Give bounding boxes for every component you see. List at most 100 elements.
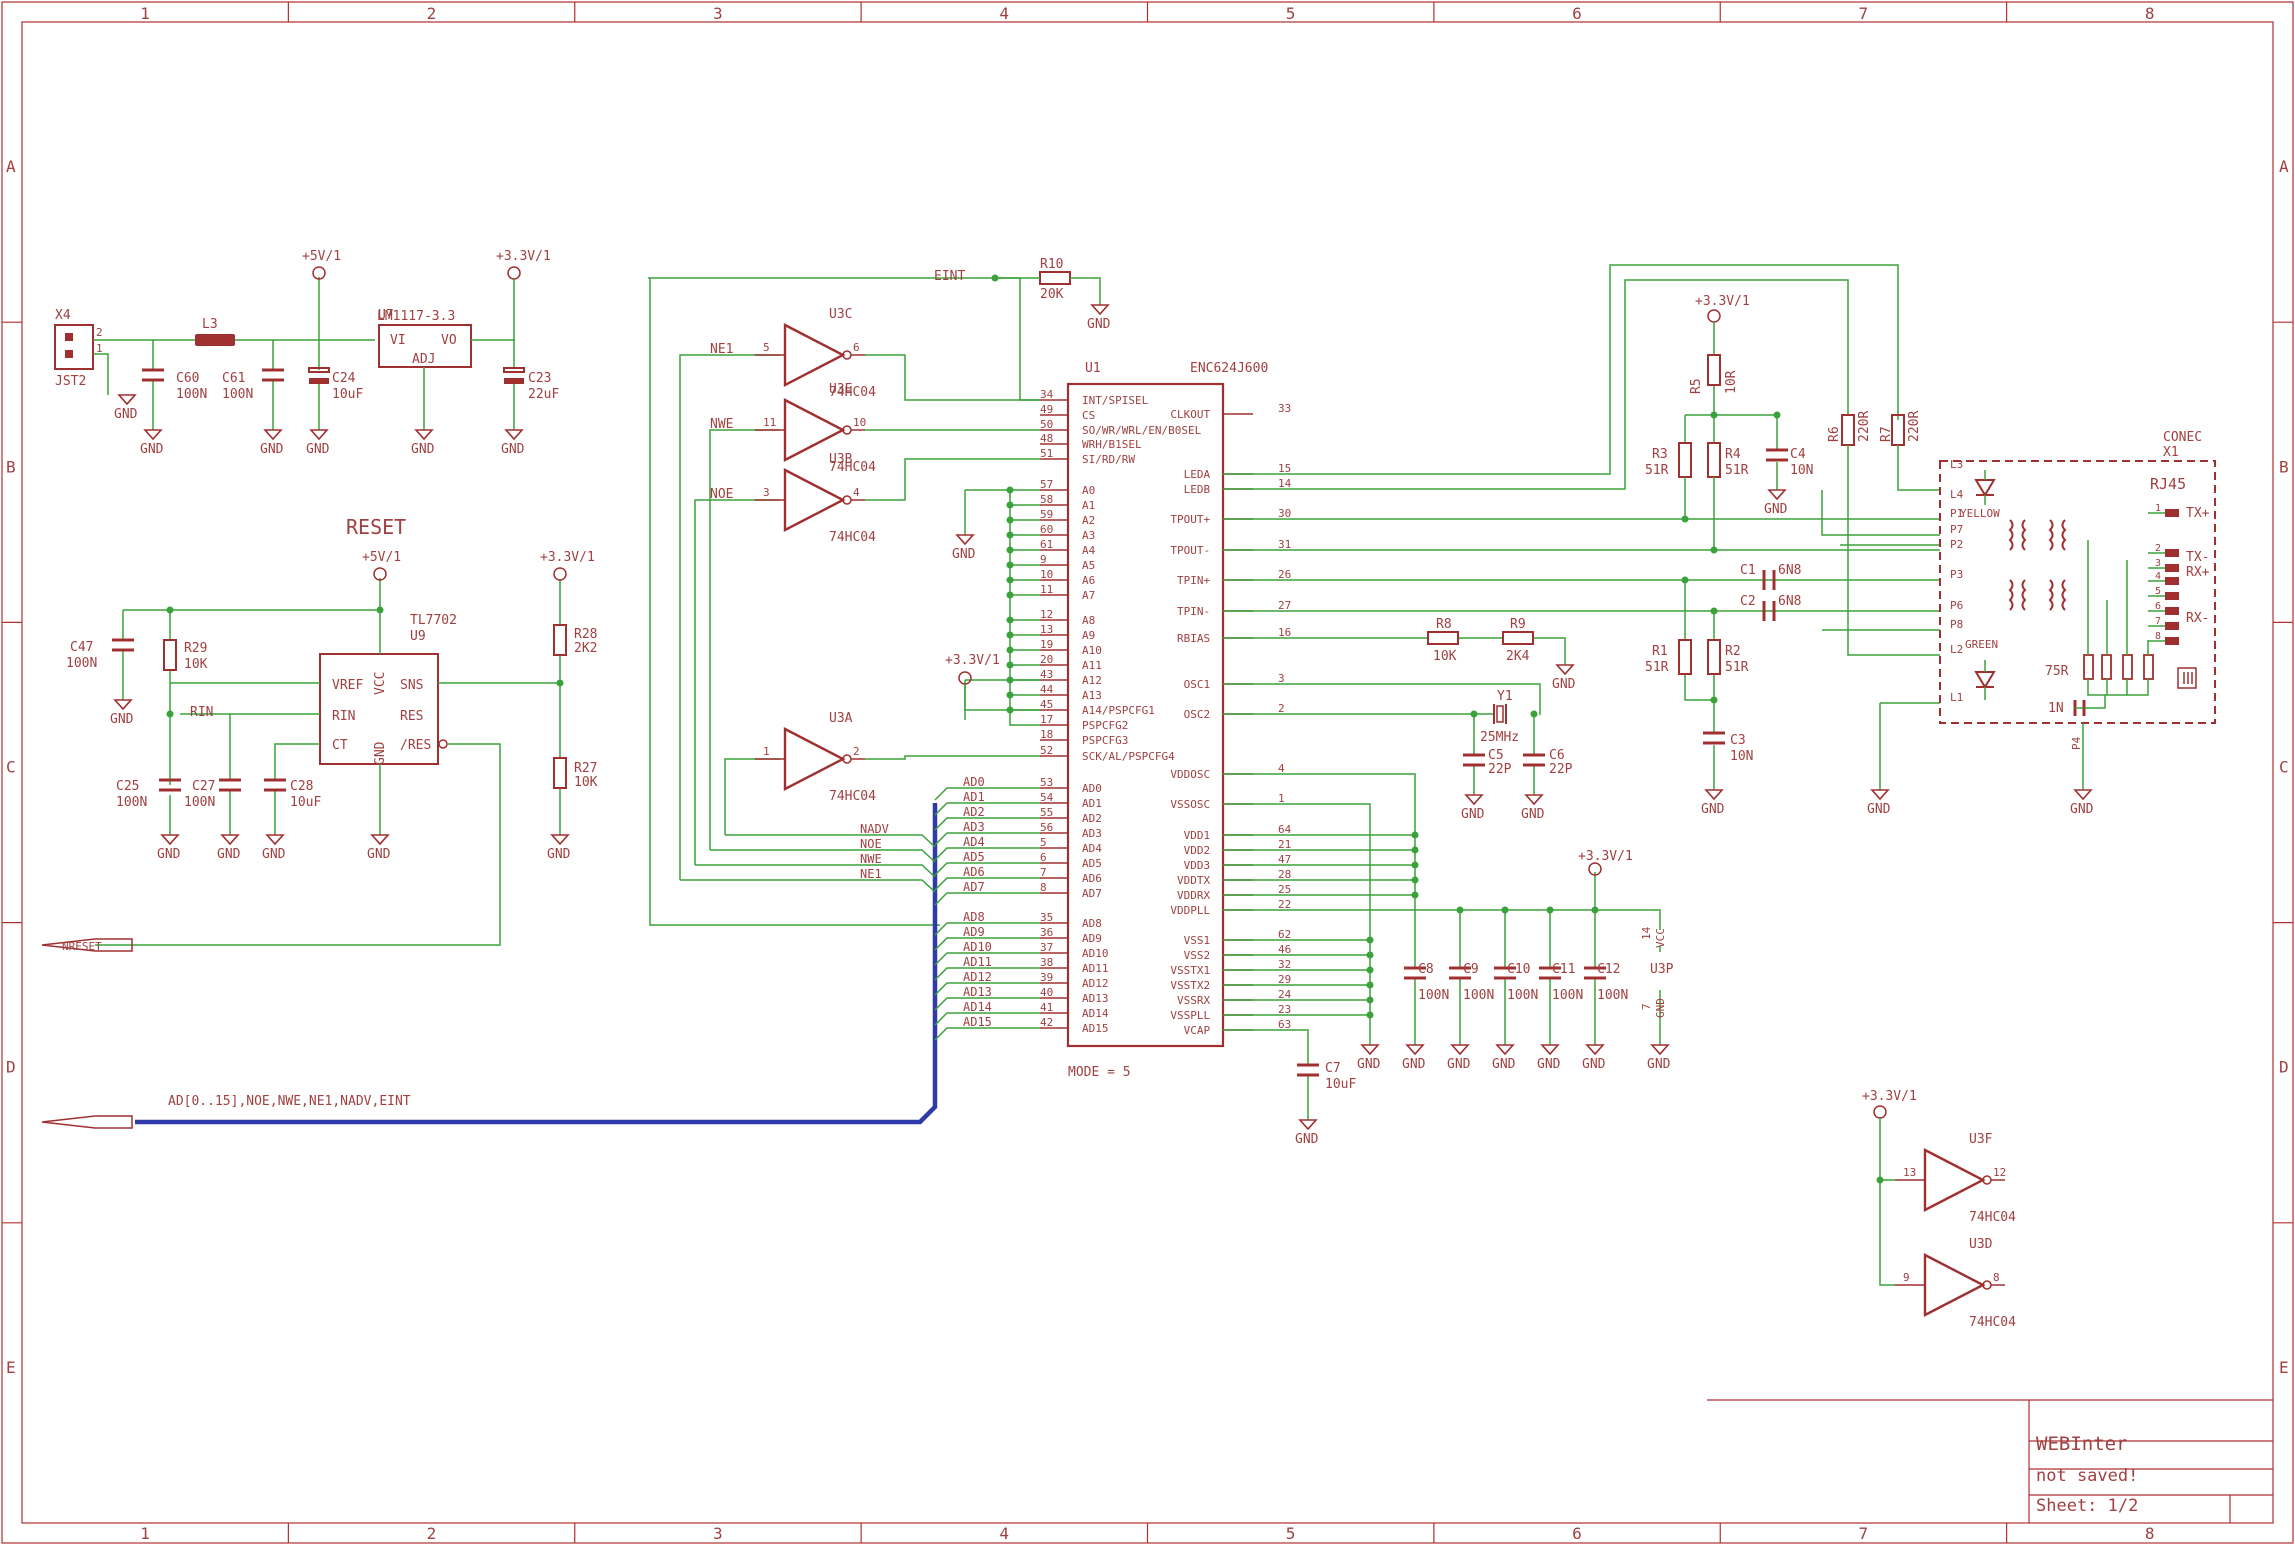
frame-col-label-top: 8 (2145, 4, 2155, 23)
frame-row-label-right: E (2279, 1358, 2289, 1377)
u1-pin-name: OSC1 (1184, 678, 1211, 691)
u1-pin-number: 26 (1278, 568, 1291, 581)
rj45-right-pin: 4 (2155, 571, 2161, 582)
gnd-symbol: GND (1357, 1044, 1381, 1072)
title-block-name: WEBInter (2036, 1433, 2128, 1455)
frame-col-label-top: 1 (140, 4, 150, 23)
rj45-left-pin: L1 (1950, 691, 1963, 704)
rj45-left-pin: L3 (1950, 458, 1963, 471)
svg-text:2K4: 2K4 (1506, 649, 1530, 664)
frame-col-label-top: 2 (427, 4, 437, 23)
u1-pin-name: AD1 (1082, 797, 1102, 810)
bus-net-label: AD12 (963, 970, 992, 984)
svg-text:GND: GND (217, 847, 241, 862)
ethernet-analog-section: R8 10K R9 2K4 Y1 25MHz C5 22P C6 22P +3.… (1223, 264, 1940, 1120)
svg-text:R5: R5 (1689, 378, 1704, 394)
inductor-l3 (195, 334, 235, 346)
u1-pin-number: 30 (1278, 507, 1291, 520)
gnd-symbol: GND (1521, 794, 1545, 822)
svg-text:8: 8 (1993, 1271, 2000, 1284)
svg-text:12: 12 (1993, 1166, 2006, 1179)
u1-pin-number: 22 (1278, 898, 1291, 911)
svg-text:R29: R29 (184, 641, 207, 656)
svg-text:P4: P4 (2070, 736, 2083, 750)
svg-text:YELLOW: YELLOW (1960, 507, 2000, 520)
svg-text:C11: C11 (1552, 962, 1575, 977)
svg-text:TL7702: TL7702 (410, 613, 457, 628)
gnd-symbol: GND (114, 394, 138, 422)
u1-pin-number: 5 (1040, 836, 1047, 849)
svg-text:NWE: NWE (710, 417, 733, 432)
svg-text:EINT: EINT (934, 269, 965, 284)
u1-pin-number: 56 (1040, 821, 1053, 834)
u1-pin-name: AD9 (1082, 932, 1102, 945)
svg-text:100N: 100N (222, 387, 253, 402)
u1-pin-name: A8 (1082, 614, 1095, 627)
svg-text:RES: RES (400, 709, 423, 724)
frame-col-label-top: 7 (1858, 4, 1868, 23)
gnd-symbol: GND (1647, 1044, 1671, 1072)
u1-pin-number: 58 (1040, 493, 1053, 506)
gnd-symbol: GND (411, 429, 435, 457)
frame-col-label-bottom: 7 (1858, 1524, 1868, 1543)
u1-pin-name: AD2 (1082, 812, 1102, 825)
svg-text:100N: 100N (176, 387, 207, 402)
u1-pin-number: 43 (1040, 668, 1053, 681)
u1-pin-number: 44 (1040, 683, 1054, 696)
power-supply-section: X4 JST2 2 1 L3 C60 100N C61 100N +5V/1 C… (54, 249, 559, 430)
gnd-symbol: GND (306, 429, 330, 457)
svg-text:C25: C25 (116, 779, 139, 794)
svg-text:74HC04: 74HC04 (1969, 1210, 2016, 1225)
svg-text:100N: 100N (66, 656, 97, 671)
svg-text:2: 2 (96, 326, 103, 339)
svg-text:4: 4 (853, 486, 860, 499)
u1-pin-name: RBIAS (1177, 632, 1210, 645)
title-block: WEBInter not saved! Sheet: 1/2 (1707, 1399, 2273, 1523)
ctrl-net-label: NWE (860, 852, 882, 866)
svg-text:GND: GND (1447, 1057, 1471, 1072)
u1-pin-number: 42 (1040, 1016, 1053, 1029)
rj45-left-pin: P1 (1950, 507, 1963, 520)
rj45-left-pin: L2 (1950, 643, 1963, 656)
frame-col-label-top: 5 (1286, 4, 1296, 23)
u1-pin-name: A3 (1082, 529, 1095, 542)
gnd-symbol: GND (110, 699, 134, 727)
svg-text:C7: C7 (1325, 1061, 1341, 1076)
gnd-symbol: GND (501, 429, 525, 457)
svg-text:MODE = 5: MODE = 5 (1068, 1065, 1131, 1080)
u1-pin-number: 52 (1040, 744, 1053, 757)
rj45-signal-label: RX- (2186, 611, 2209, 626)
svg-text:GND: GND (1492, 1057, 1516, 1072)
svg-text:R8: R8 (1436, 617, 1452, 632)
u1-pin-number: 6 (1040, 851, 1047, 864)
u1-pin-number: 53 (1040, 776, 1053, 789)
u1-pin-number: 37 (1040, 941, 1053, 954)
bus-net-label: AD10 (963, 940, 992, 954)
svg-text:RJ45: RJ45 (2150, 475, 2186, 493)
gnd-symbol: GND (262, 834, 286, 862)
u1-pin-name: LEDA (1184, 468, 1211, 481)
bus-net-label: AD7 (963, 880, 985, 894)
u1-pin-name: PSPCFG3 (1082, 734, 1128, 747)
svg-text:C10: C10 (1507, 962, 1530, 977)
svg-text:C3: C3 (1730, 733, 1746, 748)
u1-pin-name: TPIN- (1177, 605, 1210, 618)
svg-text:GND: GND (952, 547, 976, 562)
u1-pin-name: TPOUT+ (1170, 513, 1210, 526)
u1-pin-number: 12 (1040, 608, 1053, 621)
frame-row-label-left: C (6, 758, 16, 777)
svg-text:100N: 100N (116, 795, 147, 810)
rj45-signal-label: TX+ (2186, 506, 2210, 521)
svg-text:C47: C47 (70, 640, 93, 655)
frame-col-label-bottom: 1 (140, 1524, 150, 1543)
u1-pin-number: 3 (1278, 672, 1285, 685)
bus-net-label: AD13 (963, 985, 992, 999)
svg-text:100N: 100N (184, 795, 215, 810)
u1-pin-number: 29 (1278, 973, 1291, 986)
svg-text:C24: C24 (332, 371, 356, 386)
gnd-symbol: GND (367, 834, 391, 862)
rj45-right-pin: 2 (2155, 543, 2161, 554)
u1-pin-number: 28 (1278, 868, 1291, 881)
